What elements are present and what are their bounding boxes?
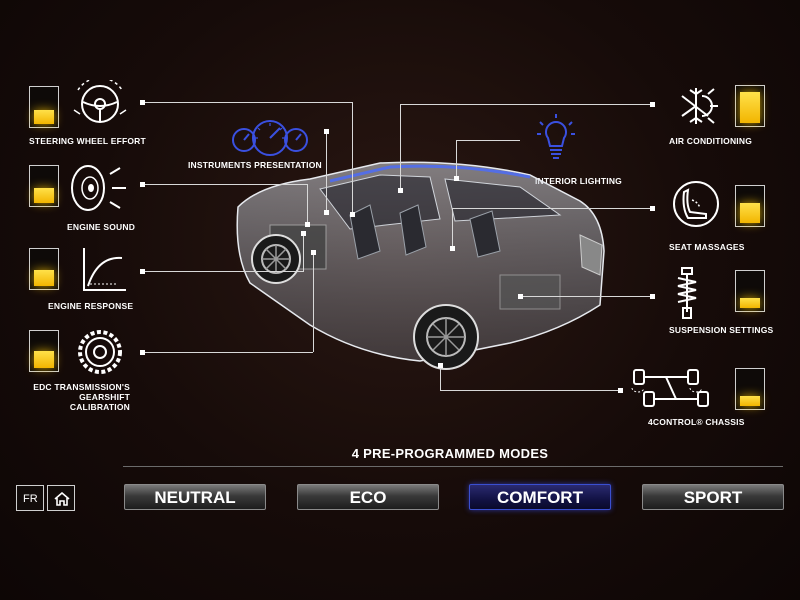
- edc-transmission-label: EDC TRANSMISSION'S GEARSHIFT CALIBRATION: [20, 382, 130, 412]
- connector-dot: [438, 363, 443, 368]
- connector-line: [307, 184, 308, 224]
- gearshift-gauge: [29, 330, 59, 372]
- gauge-fill: [740, 92, 760, 123]
- home-icon: [54, 491, 70, 506]
- gauge-fill: [34, 188, 54, 203]
- connector-dot: [140, 182, 145, 187]
- light-bulb-icon: [537, 114, 575, 159]
- connector-line: [313, 252, 314, 352]
- connector-dot: [454, 176, 459, 181]
- modes-divider: [123, 466, 783, 467]
- speaker-icon: [71, 165, 126, 211]
- chassis-icon: [631, 369, 709, 407]
- instruments-gauge-icon: [232, 120, 308, 156]
- connector-line: [303, 232, 304, 272]
- steering-wheel-effort-label: STEERING WHEEL EFFORT: [29, 136, 146, 146]
- connector-dot: [398, 188, 403, 193]
- interior-lighting-label: INTERIOR LIGHTING: [535, 176, 622, 186]
- connector-line: [440, 365, 441, 391]
- 4control-chassis-label: 4CONTROL® CHASSIS: [648, 417, 745, 427]
- instruments-presentation-label: INSTRUMENTS PRESENTATION: [188, 160, 322, 170]
- connector-dot: [301, 231, 306, 236]
- connector-dot: [618, 388, 623, 393]
- seat-massages-label: SEAT MASSAGES: [669, 242, 745, 252]
- gauge-fill: [34, 110, 54, 124]
- mode-sport-button[interactable]: SPORT: [642, 484, 784, 510]
- gauge-fill: [740, 298, 760, 308]
- engine-response-gauge: [29, 248, 59, 290]
- edc-line1: EDC TRANSMISSION'S: [33, 382, 130, 392]
- connector-dot: [305, 222, 310, 227]
- connector-dot: [140, 350, 145, 355]
- connector-line: [440, 390, 620, 391]
- chassis-gauge: [735, 368, 765, 410]
- steering-effort-gauge: [29, 86, 59, 128]
- gauge-fill: [740, 203, 760, 223]
- engine-response-label: ENGINE RESPONSE: [48, 301, 134, 311]
- response-curve-icon: [83, 248, 126, 291]
- connector-line: [520, 296, 652, 297]
- connector-dot: [324, 210, 329, 215]
- engine-sound-label: ENGINE SOUND: [67, 222, 136, 232]
- connector-line: [352, 102, 353, 214]
- mode-comfort-button[interactable]: COMFORT: [469, 484, 611, 510]
- air-conditioning-gauge: [735, 85, 765, 127]
- home-button[interactable]: [47, 485, 75, 511]
- air-conditioning-label: AIR CONDITIONING: [669, 136, 753, 146]
- connector-dot: [140, 100, 145, 105]
- connector-line: [143, 184, 307, 185]
- mode-eco-button[interactable]: ECO: [297, 484, 439, 510]
- gauge-fill: [34, 270, 54, 286]
- connector-line: [143, 102, 352, 103]
- gauge-fill: [34, 351, 54, 368]
- suspension-settings-label: SUSPENSION SETTINGS: [669, 325, 774, 335]
- connector-dot: [650, 102, 655, 107]
- car-illustration: [236, 161, 605, 370]
- connector-line: [400, 104, 652, 105]
- connector-dot: [324, 129, 329, 134]
- seat-massage-gauge: [735, 185, 765, 227]
- steering-wheel-icon: [73, 80, 127, 123]
- suspension-spring-icon: [677, 267, 697, 319]
- connector-dot: [518, 294, 523, 299]
- gauge-fill: [740, 396, 760, 406]
- modes-title: 4 PRE-PROGRAMMED MODES: [351, 446, 549, 461]
- connector-line: [143, 271, 303, 272]
- connector-line: [452, 208, 652, 209]
- connector-dot: [450, 246, 455, 251]
- mode-neutral-button[interactable]: NEUTRAL: [124, 484, 266, 510]
- connector-line: [456, 140, 457, 178]
- connector-dot: [650, 206, 655, 211]
- seat-icon: [673, 181, 719, 227]
- engine-sound-gauge: [29, 165, 59, 207]
- language-button[interactable]: FR: [16, 485, 44, 511]
- gear-icon: [78, 330, 122, 374]
- connector-line: [452, 208, 453, 248]
- connector-line: [456, 140, 520, 141]
- connector-line: [326, 132, 327, 212]
- connector-dot: [140, 269, 145, 274]
- air-conditioning-icon: [681, 88, 718, 124]
- connector-dot: [650, 294, 655, 299]
- edc-line2: GEARSHIFT CALIBRATION: [69, 392, 130, 412]
- connector-line: [143, 352, 313, 353]
- suspension-gauge: [735, 270, 765, 312]
- connector-dot: [311, 250, 316, 255]
- connector-dot: [350, 212, 355, 217]
- connector-line: [400, 104, 401, 190]
